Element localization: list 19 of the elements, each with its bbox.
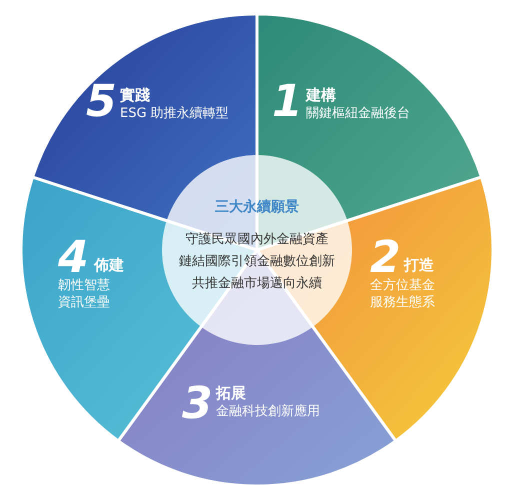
vision-statement: 共推金融市場邁向永續 [191,275,323,292]
segment-heading: 實踐 [120,86,150,106]
segment-description: 韌性智慧資訊堡壘 [58,278,111,312]
step-number: 5 [86,80,117,124]
step-number: 1 [272,80,303,124]
segment-heading: 建構 [306,86,336,106]
vision-statement: 守護民眾國內外金融資產 [184,231,330,248]
segment-heading: 佈建 [94,256,124,276]
segment-heading: 打造 [404,256,434,276]
segment-description: 金融科技創新應用 [216,404,321,421]
center-heading: 三大永續願景 [214,198,300,216]
step-number: 4 [58,236,89,280]
vision-statement: 鏈結國際引領金融數位創新 [178,253,336,270]
segment-description: ESG 助推永續轉型 [120,106,230,123]
step-number: 2 [370,236,401,280]
segment-description: 全方位基金服務生態系 [370,278,436,312]
step-number: 3 [182,382,213,426]
segment-heading: 拓展 [216,384,246,404]
segment-description: 關鍵樞紐金融後台 [306,106,411,123]
